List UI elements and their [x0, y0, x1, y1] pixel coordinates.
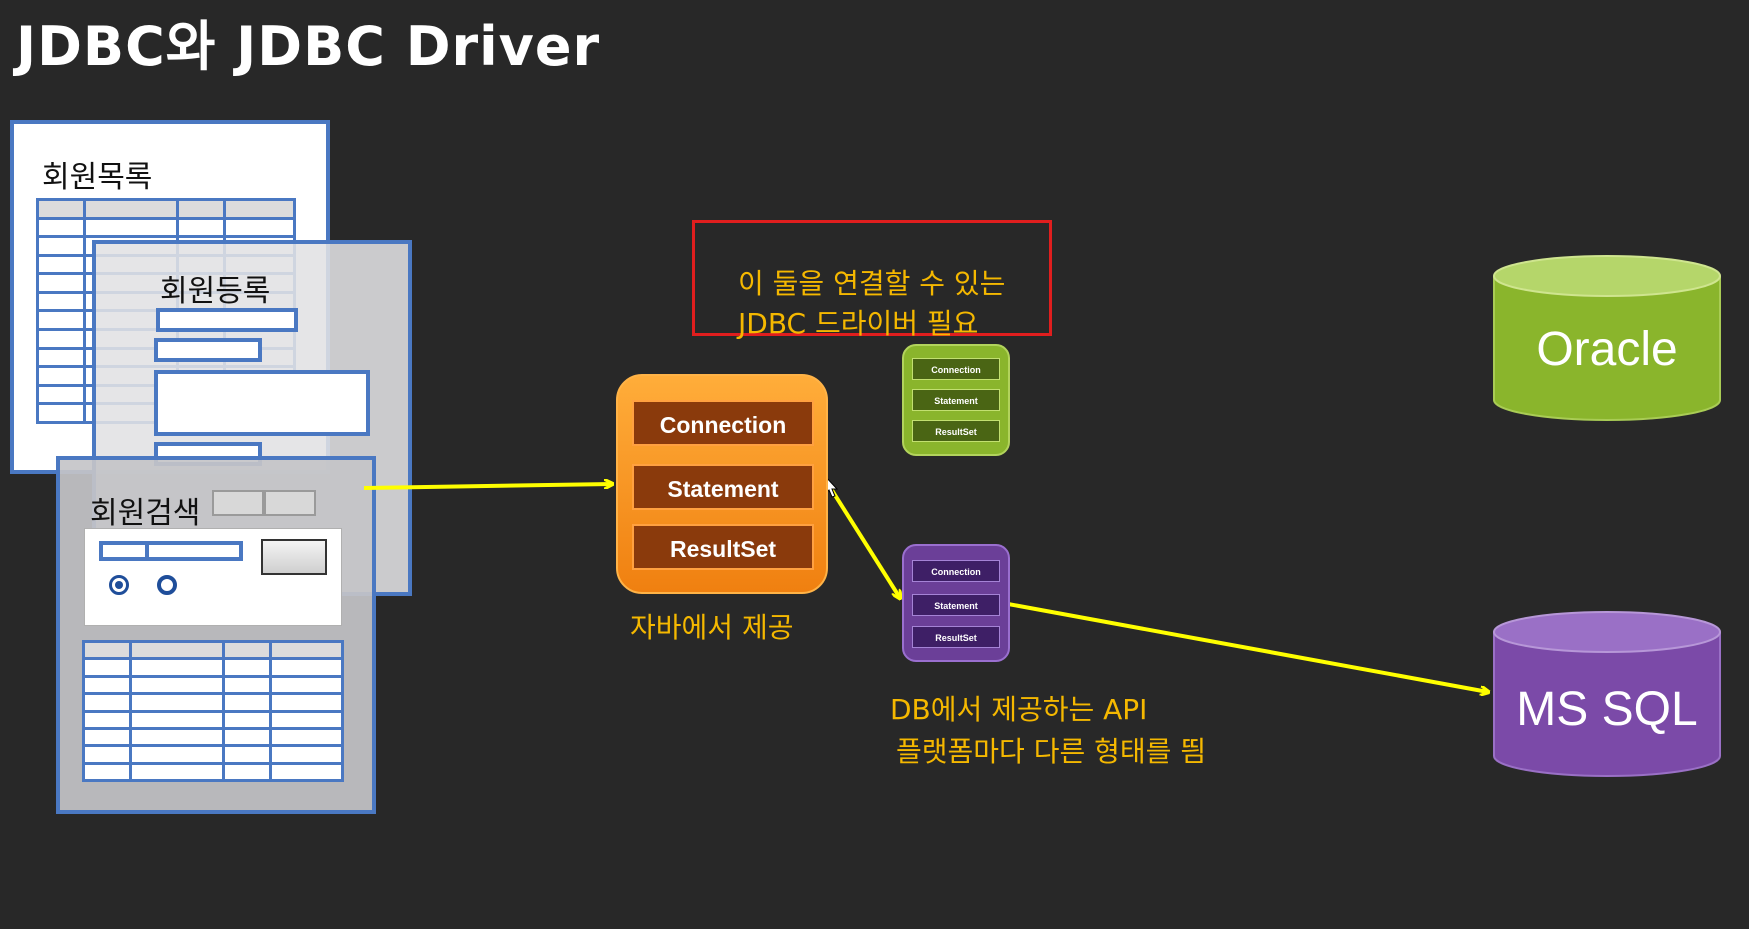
search-button-1[interactable] — [212, 490, 264, 516]
radio-option-1[interactable] — [109, 575, 129, 595]
search-submit-button[interactable] — [261, 539, 327, 575]
register-textarea[interactable] — [154, 370, 370, 436]
member-search-screen: 회원검색 — [56, 456, 376, 814]
radio-option-2[interactable] — [157, 575, 177, 595]
java-api-box: Connection Statement ResultSet — [616, 374, 828, 594]
arrow-driver-to-mssql — [1007, 602, 1488, 692]
search-input-2[interactable] — [145, 541, 243, 561]
green-resultset-row: ResultSet — [912, 420, 1000, 442]
db-api-note-line-1: DB에서 제공하는 API — [890, 693, 1148, 726]
callout-line-2: JDBC 드라이버 필요 — [738, 307, 979, 340]
register-field-1[interactable] — [156, 308, 298, 332]
register-field-2[interactable] — [154, 338, 262, 362]
arrow-app-to-java-api — [363, 484, 612, 490]
mssql-database-cylinder: MS SQL — [1492, 610, 1722, 780]
callout-line-1: 이 둘을 연결할 수 있는 — [738, 267, 1006, 300]
arrow-java-api-to-driver — [826, 482, 900, 598]
java-statement-row: Statement — [632, 464, 814, 510]
oracle-database-cylinder: Oracle — [1492, 254, 1722, 424]
java-api-caption: 자바에서 제공 — [630, 611, 794, 644]
mssql-cylinder-shape — [1493, 611, 1721, 777]
purple-resultset-row: ResultSet — [912, 626, 1000, 648]
member-search-label: 회원검색 — [90, 496, 201, 531]
purple-statement-row: Statement — [912, 594, 1000, 616]
search-button-2[interactable] — [264, 490, 316, 516]
java-resultset-row: ResultSet — [632, 524, 814, 570]
member-search-table — [82, 640, 344, 782]
purple-connection-row: Connection — [912, 560, 1000, 582]
member-list-label: 회원목록 — [42, 160, 153, 195]
green-statement-row: Statement — [912, 389, 1000, 411]
java-connection-row: Connection — [632, 400, 814, 446]
db-api-note-line-2: 플랫폼마다 다른 형태를 띔 — [896, 735, 1207, 768]
purple-driver-box: Connection Statement ResultSet — [902, 544, 1010, 662]
driver-needed-callout — [692, 220, 1052, 336]
oracle-label: Oracle — [1536, 323, 1678, 376]
page-title: JDBC와 JDBC Driver — [16, 15, 601, 78]
green-driver-box: Connection Statement ResultSet — [902, 344, 1010, 456]
search-form-area — [84, 528, 342, 626]
green-connection-row: Connection — [912, 358, 1000, 380]
oracle-cylinder-shape — [1493, 255, 1721, 421]
radio-dot — [115, 581, 123, 589]
mssql-label: MS SQL — [1516, 683, 1698, 736]
member-register-label: 회원등록 — [160, 274, 271, 309]
